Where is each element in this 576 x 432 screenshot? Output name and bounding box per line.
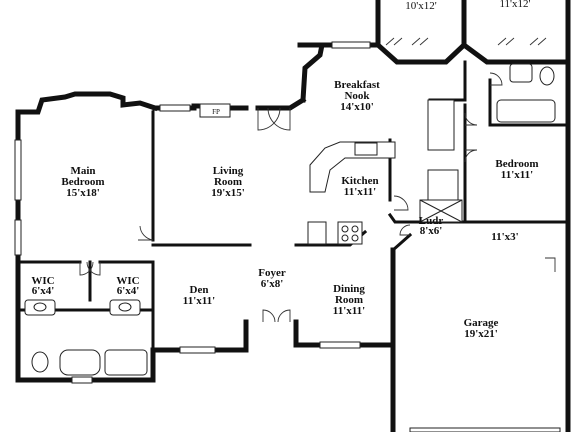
dining-room-label-2: Room xyxy=(335,294,363,306)
den-label: Den xyxy=(190,284,209,296)
main-bedroom-label-2: Bedroom xyxy=(61,176,104,188)
wic-left-label: WIC xyxy=(31,275,54,287)
garage-label: Garage xyxy=(464,317,499,329)
wic-left-dims: 6'x4' xyxy=(32,285,55,297)
breakfast-nook-dims: 14'x10' xyxy=(340,101,374,113)
bedroom-dims: 11'x11' xyxy=(501,169,533,181)
bedroom-3-dims: 11'x12' xyxy=(499,0,530,10)
main-bedroom-dims: 15'x18' xyxy=(66,187,100,199)
fireplace-label: FP xyxy=(212,108,220,116)
wic-right-label: WIC xyxy=(116,275,139,287)
wic-right-dims: 6'x4' xyxy=(117,285,140,297)
main-bedroom-label-1: Main xyxy=(70,165,95,177)
walls xyxy=(15,0,571,432)
living-room-label-2: Room xyxy=(214,176,242,188)
bedroom-label: Bedroom xyxy=(495,158,538,170)
den-dims: 11'x11' xyxy=(183,295,215,307)
dining-room-label-1: Dining xyxy=(333,283,365,295)
breakfast-nook-label-2: Nook xyxy=(344,90,370,102)
room-labels: 10'x12' 11'x12' Breakfast Nook 14'x10' M… xyxy=(31,0,538,340)
kitchen-dims: 11'x11' xyxy=(344,186,376,198)
laundry-label: Ludr xyxy=(419,215,444,227)
dining-room-dims: 11'x11' xyxy=(333,305,365,317)
laundry-dims: 8'x6' xyxy=(420,225,443,237)
living-room-dims: 19'x15' xyxy=(211,187,245,199)
kitchen-label: Kitchen xyxy=(341,175,378,187)
windows xyxy=(14,41,561,432)
foyer-label: Foyer xyxy=(258,267,286,279)
fixtures xyxy=(24,63,556,376)
breakfast-nook-label-1: Breakfast xyxy=(334,79,380,91)
living-room-label-1: Living xyxy=(213,165,244,177)
bedroom-2-dims: 10'x12' xyxy=(405,0,436,12)
garage-dims: 19'x21' xyxy=(464,328,498,340)
foyer-dims: 6'x8' xyxy=(261,278,284,290)
hall-dims: 11'x3' xyxy=(491,231,519,243)
door-swings xyxy=(79,37,556,323)
